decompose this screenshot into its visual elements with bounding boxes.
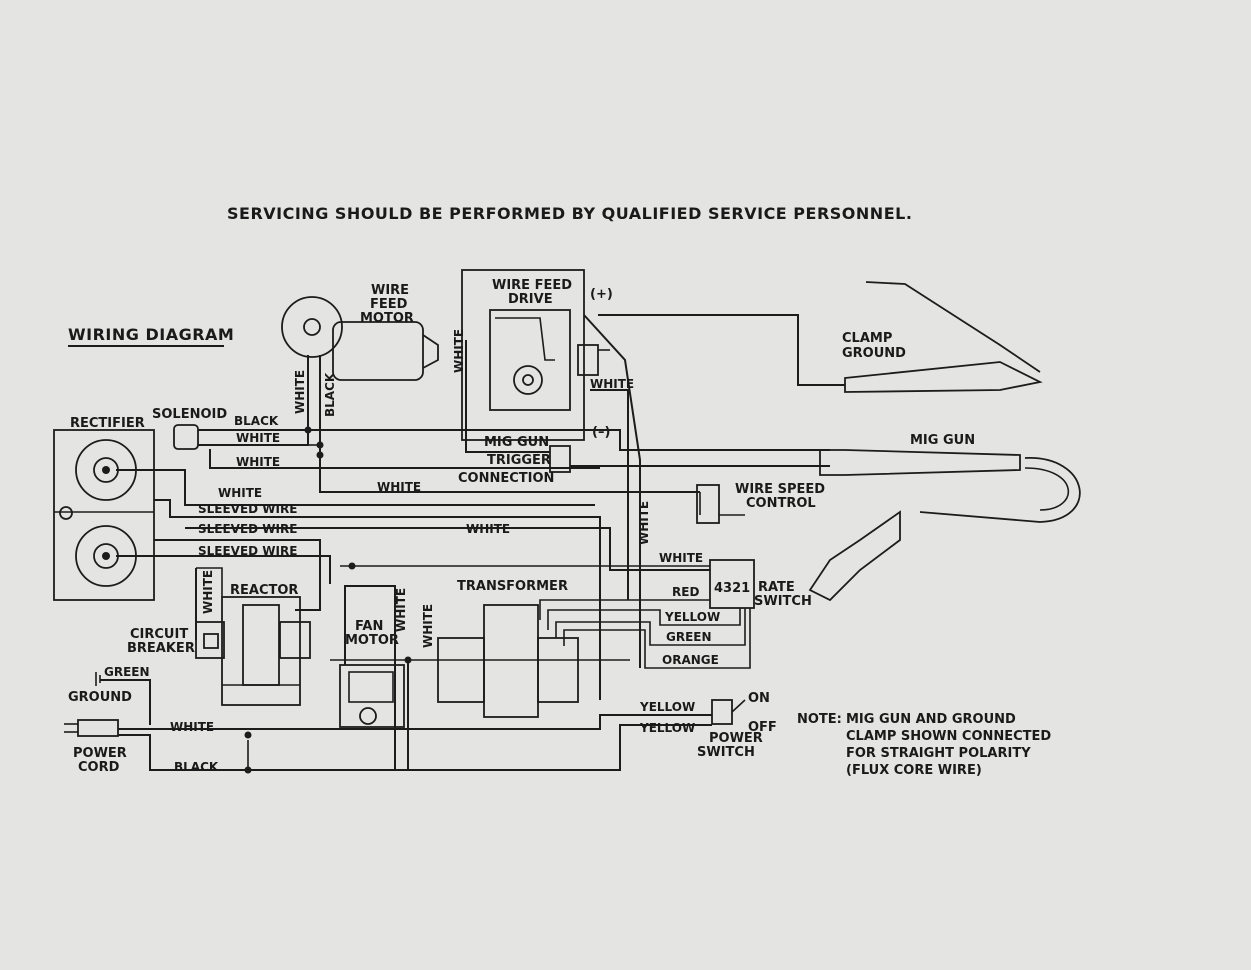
drive-label-2: DRIVE: [508, 292, 553, 307]
label-sleeved-2: SLEEVED WIRE: [198, 522, 297, 536]
transformer: TRANSFORMER: [437, 579, 579, 718]
transformer-label: TRANSFORMER: [457, 579, 568, 594]
fan-label-1: FAN: [355, 619, 383, 634]
reactor-label: REACTOR: [230, 583, 298, 598]
trigger-label-3: CONNECTION: [458, 471, 554, 486]
fan-motor: FAN MOTOR: [339, 619, 405, 728]
breaker-label-2: BREAKER: [127, 641, 195, 656]
label-sleeved-1: SLEEVED WIRE: [198, 502, 297, 516]
note-line-1: MIG GUN AND GROUND: [846, 712, 1016, 727]
label-white-vert-1: WHITE: [293, 370, 307, 414]
label-green-1: GREEN: [666, 630, 712, 644]
drive-label-1: WIRE FEED: [492, 278, 572, 293]
label-red: RED: [672, 585, 699, 599]
label-yellow-1: YELLOW: [664, 610, 720, 624]
mig-gun: MIG GUN: [808, 433, 1081, 602]
ground-and-power-cord: GROUND POWER CORD: [64, 672, 132, 775]
clamp-label-1: CLAMP: [842, 331, 892, 346]
wire-feed-drive: WIRE FEED DRIVE (+) (–): [461, 269, 613, 441]
note: NOTE: MIG GUN AND GROUND CLAMP SHOWN CON…: [797, 712, 1051, 778]
note-line-3: FOR STRAIGHT POLARITY: [846, 746, 1031, 761]
label-orange: ORANGE: [662, 653, 719, 667]
label-white-3: WHITE: [377, 480, 421, 494]
wiring-diagram-title: WIRING DIAGRAM: [68, 325, 234, 344]
label-white-5: WHITE: [466, 522, 510, 536]
cord-label-1: POWER: [73, 746, 127, 761]
label-white-1: WHITE: [236, 431, 280, 445]
trigger-label-1: MIG GUN: [484, 435, 549, 450]
wire-paths: [100, 314, 830, 774]
trigger-label-2: TRIGGER: [487, 453, 551, 468]
wire-feed-motor: WIRE FEED MOTOR: [281, 283, 439, 381]
label-yellow-3: YELLOW: [639, 721, 695, 735]
label-white-vert-6: WHITE: [421, 604, 435, 648]
clamp-label-2: GROUND: [842, 346, 906, 361]
fan-label-2: MOTOR: [345, 633, 399, 648]
switch-label-1: POWER: [709, 731, 763, 746]
power-switch: ON OFF POWER SWITCH: [697, 691, 777, 760]
label-white-6: WHITE: [659, 551, 703, 565]
ground-label: GROUND: [68, 690, 132, 705]
label-white-vert-4: WHITE: [201, 570, 215, 614]
mig-gun-label: MIG GUN: [910, 433, 975, 448]
label-green-2: GREEN: [104, 665, 150, 679]
wire-labels: BLACK WHITE WHITE WHITE WHITE SLEEVED WI…: [104, 329, 720, 774]
label-white-8: WHITE: [590, 377, 634, 391]
clamp-cable: [598, 314, 845, 386]
label-yellow-2: YELLOW: [639, 700, 695, 714]
note-line-4: (FLUX CORE WIRE): [846, 763, 982, 778]
speed-control-label-2: CONTROL: [746, 496, 816, 511]
rate-label-1: RATE: [758, 580, 795, 595]
plus-terminal-label: (+): [590, 287, 613, 302]
wire-speed-control: WIRE SPEED CONTROL: [696, 482, 825, 524]
clamp-ground: CLAMP GROUND: [842, 281, 1043, 393]
motor-label-1: WIRE: [371, 283, 409, 298]
rate-switch: 4321 RATE SWITCH: [709, 559, 812, 609]
mig-gun-trigger-connection: MIG GUN TRIGGER CONNECTION: [458, 435, 571, 486]
label-white-4: WHITE: [218, 486, 262, 500]
label-sleeved-3: SLEEVED WIRE: [198, 544, 297, 558]
label-white-2: WHITE: [236, 455, 280, 469]
rate-positions: 4321: [714, 581, 750, 596]
solenoid-label: SOLENOID: [152, 407, 227, 422]
rate-label-2: SWITCH: [754, 594, 812, 609]
motor-label-2: FEED: [370, 297, 408, 312]
breaker-label-1: CIRCUIT: [130, 627, 188, 642]
label-white-7: WHITE: [170, 720, 214, 734]
warning-text: SERVICING SHOULD BE PERFORMED BY QUALIFI…: [227, 204, 912, 223]
label-black-1: BLACK: [234, 414, 279, 428]
circuit-breaker: CIRCUIT BREAKER: [127, 627, 219, 656]
cord-label-2: CORD: [78, 760, 120, 775]
note-label: NOTE:: [797, 712, 842, 727]
label-black-2: BLACK: [174, 760, 219, 774]
switch-off-label: OFF: [748, 720, 777, 735]
solenoid: SOLENOID: [152, 407, 227, 450]
speed-control-label-1: WIRE SPEED: [735, 482, 825, 497]
label-black-vert: BLACK: [323, 372, 337, 417]
note-line-2: CLAMP SHOWN CONNECTED: [846, 729, 1051, 744]
switch-on-label: ON: [748, 691, 770, 706]
label-white-vert-3: WHITE: [637, 501, 651, 545]
label-white-vert-5: WHITE: [394, 588, 408, 632]
motor-label-3: MOTOR: [360, 311, 414, 326]
minus-terminal-label: (–): [592, 425, 610, 440]
rectifier: RECTIFIER: [53, 416, 155, 601]
label-white-vert-2: WHITE: [452, 329, 466, 373]
rectifier-label: RECTIFIER: [70, 416, 145, 431]
switch-label-2: SWITCH: [697, 745, 755, 760]
